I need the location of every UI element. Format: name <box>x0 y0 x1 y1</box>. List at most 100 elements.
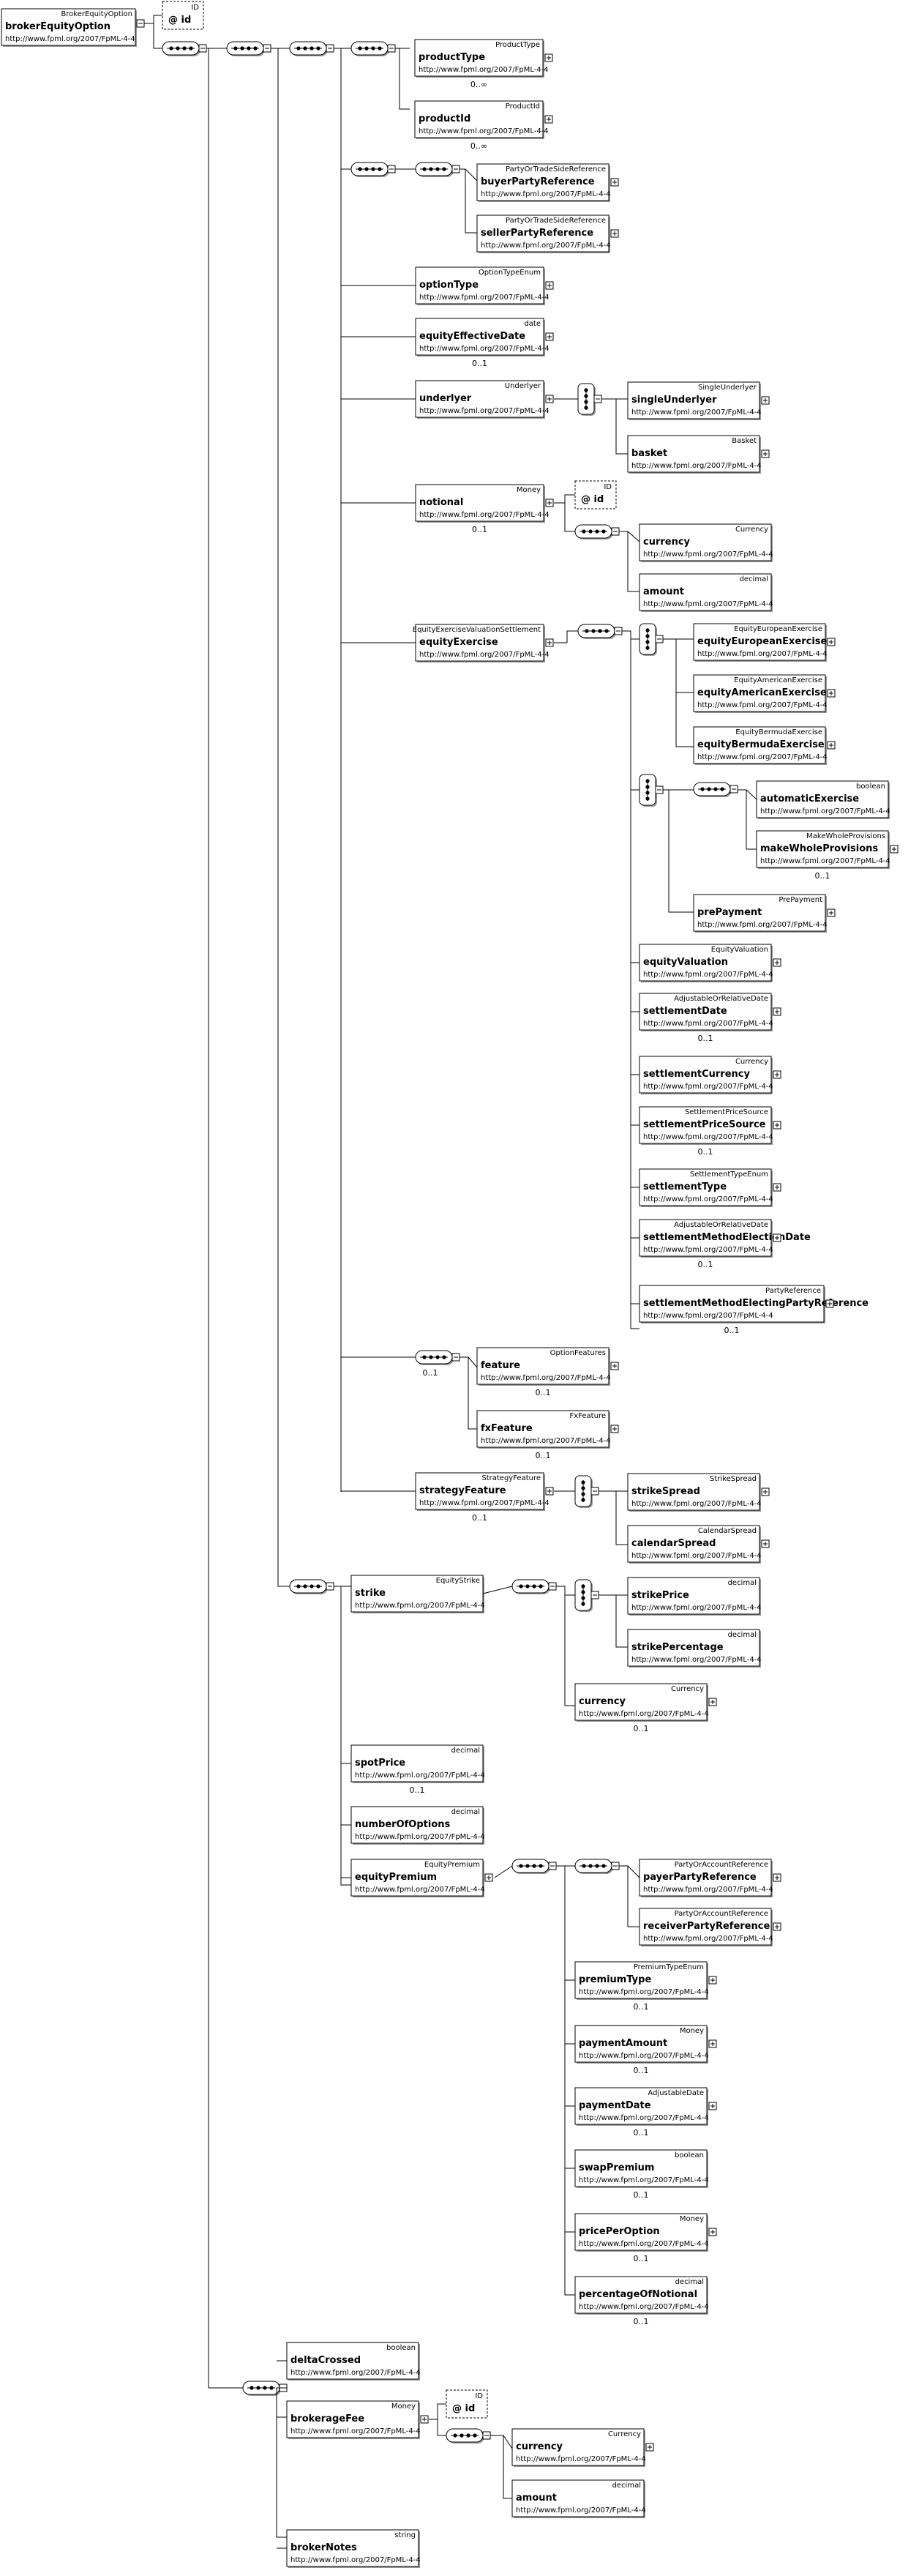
expand-plus-icon[interactable] <box>761 449 770 458</box>
expand-plus-icon[interactable] <box>890 845 899 854</box>
expand-plus-icon[interactable] <box>545 395 554 403</box>
collapse-minus-icon[interactable] <box>590 1591 599 1599</box>
collapse-minus-icon[interactable] <box>326 44 334 53</box>
expand-plus-icon[interactable] <box>773 958 781 967</box>
sequence-compositor-icon[interactable] <box>511 1859 550 1874</box>
element-optionType[interactable]: OptionTypeEnumoptionTypehttp://www.fpml.… <box>415 266 549 305</box>
expand-plus-icon[interactable] <box>761 1539 770 1548</box>
expand-plus-icon[interactable] <box>610 1362 619 1370</box>
collapse-minus-icon[interactable] <box>548 1582 557 1591</box>
sequence-compositor-icon[interactable] <box>289 1579 328 1594</box>
choice-compositor-icon[interactable] <box>574 1475 593 1508</box>
element-fxFeature[interactable]: FxFeaturefxFeaturehttp://www.fpml.org/20… <box>476 1410 611 1449</box>
sequence-compositor-icon[interactable] <box>415 1350 454 1365</box>
collapse-minus-icon[interactable] <box>136 19 145 28</box>
collapse-minus-icon[interactable] <box>590 1487 599 1496</box>
element-equityValuation[interactable]: EquityValuationequityValuationhttp://www… <box>639 944 773 982</box>
expand-plus-icon[interactable] <box>761 396 770 405</box>
element-settlementType[interactable]: SettlementTypeEnumsettlementTypehttp://w… <box>639 1168 773 1207</box>
expand-plus-icon[interactable] <box>708 1698 717 1706</box>
element-settlementCurrency[interactable]: CurrencysettlementCurrencyhttp://www.fpm… <box>639 1056 773 1094</box>
element-premiumType[interactable]: PremiumTypeEnumpremiumTypehttp://www.fpm… <box>574 1961 709 2000</box>
sequence-compositor-icon[interactable] <box>446 2428 484 2444</box>
collapse-minus-icon[interactable] <box>548 1862 557 1870</box>
element-percentageOfNotional[interactable]: decimalpercentageOfNotionalhttp://www.fp… <box>574 2276 709 2315</box>
expand-plus-icon[interactable] <box>545 499 554 507</box>
expand-plus-icon[interactable] <box>773 1183 781 1192</box>
element-settlementDate[interactable]: AdjustableOrRelativeDatesettlementDateht… <box>639 993 773 1031</box>
element-calendarSpread[interactable]: CalendarSpreadcalendarSpreadhttp://www.f… <box>627 1525 762 1564</box>
element-settlementMethodElectingPartyReference[interactable]: PartyReferencesettlementMethodElectingPa… <box>639 1285 869 1324</box>
element-spotPrice[interactable]: decimalspotPricehttp://www.fpml.org/2007… <box>350 1744 485 1783</box>
element-buyerPartyReference[interactable]: PartyOrTradeSideReferencebuyerPartyRefer… <box>476 163 611 202</box>
element-basket[interactable]: Basketbaskethttp://www.fpml.org/2007/FpM… <box>627 435 762 474</box>
expand-plus-icon[interactable] <box>544 53 553 62</box>
expand-plus-icon[interactable] <box>484 1873 493 1882</box>
element-numberOfOptions[interactable]: decimalnumberOfOptionshttp://www.fpml.or… <box>350 1806 485 1845</box>
choice-compositor-icon[interactable] <box>574 1579 593 1612</box>
expand-plus-icon[interactable] <box>773 1070 781 1079</box>
choice-compositor-icon[interactable] <box>639 623 657 656</box>
collapse-minus-icon[interactable] <box>482 2431 491 2440</box>
expand-plus-icon[interactable] <box>610 178 619 187</box>
collapse-minus-icon[interactable] <box>326 1582 334 1591</box>
element-feature[interactable]: OptionFeaturesfeaturehttp://www.fpml.org… <box>476 1347 611 1386</box>
expand-plus-icon[interactable] <box>610 229 619 238</box>
element-productType[interactable]: ProductTypeproductTypehttp://www.fpml.or… <box>414 39 549 78</box>
element-strategyFeature[interactable]: StrategyFeaturestrategyFeaturehttp://www… <box>415 1472 549 1511</box>
expand-plus-icon[interactable] <box>708 2228 717 2236</box>
element-strike[interactable]: EquityStrikestrikehttp://www.fpml.org/20… <box>350 1575 485 1613</box>
element-feeCurrency[interactable]: Currencycurrencyhttp://www.fpml.org/2007… <box>511 2428 646 2467</box>
sequence-compositor-icon[interactable] <box>574 1859 613 1874</box>
element-equityAmericanExercise[interactable]: EquityAmericanExerciseequityAmericanExer… <box>693 674 828 713</box>
collapse-minus-icon[interactable] <box>451 1353 460 1362</box>
expand-plus-icon[interactable] <box>610 1425 619 1433</box>
choice-compositor-icon[interactable] <box>577 383 596 416</box>
element-automaticExercise[interactable]: booleanautomaticExercisehttp://www.fpml.… <box>756 780 890 819</box>
collapse-minus-icon[interactable] <box>614 627 623 635</box>
collapse-minus-icon[interactable] <box>611 527 620 536</box>
attribute-id[interactable]: ID@ id <box>574 480 617 509</box>
expand-plus-icon[interactable] <box>544 115 553 124</box>
sequence-compositor-icon[interactable] <box>693 782 732 797</box>
sequence-compositor-icon[interactable] <box>226 41 265 56</box>
expand-plus-icon[interactable] <box>708 1976 717 1985</box>
element-notional[interactable]: Moneynotionalhttp://www.fpml.org/2007/Fp… <box>415 484 549 523</box>
sequence-compositor-icon[interactable] <box>350 41 389 56</box>
element-feeAmount[interactable]: decimalamounthttp://www.fpml.org/2007/Fp… <box>511 2479 646 2518</box>
expand-plus-icon[interactable] <box>545 1487 554 1496</box>
expand-plus-icon[interactable] <box>645 2443 654 2452</box>
sequence-compositor-icon[interactable] <box>415 162 454 177</box>
element-prePayment[interactable]: PrePaymentprePaymenthttp://www.fpml.org/… <box>693 894 828 933</box>
expand-plus-icon[interactable] <box>827 689 836 698</box>
element-swapPremium[interactable]: booleanswapPremiumhttp://www.fpml.org/20… <box>574 2149 709 2188</box>
element-equityExercise[interactable]: EquityExerciseValuationSettlementequityE… <box>413 624 549 662</box>
collapse-minus-icon[interactable] <box>729 785 738 794</box>
expand-plus-icon[interactable] <box>545 638 554 647</box>
element-strikePercentage[interactable]: decimalstrikePercentagehttp://www.fpml.o… <box>627 1629 762 1668</box>
element-root[interactable]: BrokerEquityOptionbrokerEquityOptionhttp… <box>1 8 137 47</box>
collapse-minus-icon[interactable] <box>593 395 602 403</box>
attribute-id[interactable]: ID@ id <box>162 1 204 30</box>
element-equityBermudaExercise[interactable]: EquityBermudaExerciseequityBermudaExerci… <box>693 726 828 765</box>
sequence-compositor-icon[interactable] <box>242 2381 281 2396</box>
expand-plus-icon[interactable] <box>773 1007 781 1016</box>
sequence-compositor-icon[interactable] <box>350 162 389 177</box>
choice-compositor-icon[interactable] <box>639 774 657 807</box>
collapse-minus-icon[interactable] <box>387 44 396 53</box>
expand-plus-icon[interactable] <box>761 1487 770 1496</box>
expand-plus-icon[interactable] <box>708 2039 717 2048</box>
element-receiverPartyReference[interactable]: PartyOrAccountReferencereceiverPartyRefe… <box>639 1908 773 1946</box>
collapse-minus-icon[interactable] <box>387 165 396 173</box>
sequence-compositor-icon[interactable] <box>162 41 200 56</box>
attribute-id[interactable]: ID@ id <box>446 2389 488 2419</box>
sequence-compositor-icon[interactable] <box>289 41 328 56</box>
element-strikePrice[interactable]: decimalstrikePricehttp://www.fpml.org/20… <box>627 1577 762 1616</box>
element-strikeCurrency[interactable]: Currencycurrencyhttp://www.fpml.org/2007… <box>574 1683 709 1722</box>
element-payerPartyReference[interactable]: PartyOrAccountReferencepayerPartyReferen… <box>639 1859 773 1897</box>
sequence-compositor-icon[interactable] <box>577 624 616 639</box>
element-pricePerOption[interactable]: MoneypricePerOptionhttp://www.fpml.org/2… <box>574 2213 709 2252</box>
element-underlyer[interactable]: Underlyerunderlyerhttp://www.fpml.org/20… <box>415 380 549 419</box>
expand-plus-icon[interactable] <box>545 281 554 290</box>
element-strikeSpread[interactable]: StrikeSpreadstrikeSpreadhttp://www.fpml.… <box>627 1473 762 1512</box>
